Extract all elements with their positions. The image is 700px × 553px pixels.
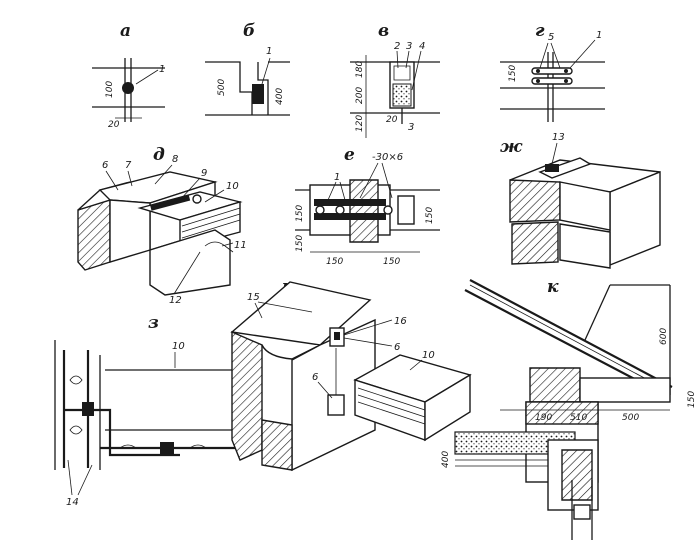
panel-g-label: г	[535, 21, 545, 41]
panel-k-dim-150: 150	[687, 391, 697, 408]
panel-a-label: а	[120, 21, 131, 41]
panel-z-callout-10: 10	[172, 341, 185, 352]
panel-e-dim-150-e: 150	[383, 257, 400, 267]
panel-a-callout-1: 1	[159, 64, 165, 75]
panel-e-dim-150-c: 150	[425, 207, 435, 224]
panel-v-dim-20: 20	[386, 115, 398, 125]
panel-k-dim-400: 400	[441, 451, 451, 468]
panel-g-dim-150: 150	[508, 65, 518, 82]
panel-zh: ж 13	[500, 132, 661, 269]
panel-a: а 1 100 20	[92, 21, 165, 130]
panel-e-dim-150-a: 150	[295, 205, 305, 222]
panel-g-callout-1: 1	[596, 30, 602, 41]
panel-b: б 1 500 400	[205, 21, 290, 116]
panel-z-label: з	[148, 313, 159, 333]
panel-d-label: д	[153, 145, 165, 165]
panel-e-label: е	[344, 145, 355, 165]
sealant-tube-icon	[122, 82, 134, 94]
panel-d: д 6 7 8 9 10 11 12	[77, 145, 247, 306]
panel-k-dim-510: 510	[570, 413, 587, 423]
panel-zh-callout-13: 13	[552, 132, 565, 143]
panel-i-callout-16: 16	[394, 316, 407, 327]
panel-v-callout-3b: 3	[408, 122, 414, 133]
panel-d-callout-8: 8	[172, 154, 178, 165]
panel-b-callout-1: 1	[266, 46, 272, 57]
panel-e-dim-150-b: 150	[295, 235, 305, 252]
panel-a-dim-100: 100	[105, 81, 115, 98]
sealant-gasket	[252, 84, 264, 104]
panel-v-callout-3: 3	[406, 41, 412, 52]
panel-v-callout-2: 2	[394, 41, 400, 52]
panel-i-callout-6a: 6	[394, 342, 400, 353]
panel-g-callout-5: 5	[548, 32, 554, 43]
panel-g: г 5 1 150	[500, 21, 605, 122]
panel-v-label: в	[378, 21, 389, 41]
panel-v-dim-200: 200	[355, 87, 365, 104]
panel-d-callout-11: 11	[234, 240, 247, 251]
panel-b-dim-400: 400	[275, 88, 285, 105]
panel-e-dim-150-d: 150	[326, 257, 343, 267]
panel-v-dim-180: 180	[355, 61, 365, 78]
panel-e-callout-plate: -30×6	[372, 152, 403, 163]
panel-k-dim-190: 190	[535, 413, 552, 423]
panel-d-callout-6: 6	[102, 160, 108, 171]
panel-d-callout-7: 7	[125, 160, 132, 171]
panel-i-callout-10: 10	[422, 350, 435, 361]
panel-d-callout-10: 10	[226, 181, 239, 192]
panel-k-label: к	[547, 277, 559, 297]
panel-v-callout-4: 4	[419, 41, 425, 52]
panel-b-dim-500: 500	[217, 79, 227, 96]
panel-z: з 10 14	[54, 313, 245, 508]
panel-e: е -30×6 1 150 150 150 150 150	[295, 145, 440, 267]
panel-i-callout-15: 15	[247, 292, 260, 303]
panel-i-callout-6b: 6	[312, 372, 318, 383]
panel-v: в 2 3 4 120 200 180 20 3	[350, 21, 440, 138]
panel-k-dim-500: 500	[622, 413, 639, 423]
panel-k: к 600 150 190 510 500 400	[441, 277, 697, 540]
panel-a-dim-20: 20	[108, 120, 120, 130]
panel-k-dim-600: 600	[659, 328, 669, 345]
panel-d-callout-12: 12	[169, 295, 182, 306]
panel-b-label: б	[243, 21, 255, 41]
panel-d-callout-9: 9	[201, 168, 207, 179]
panel-v-dim-120: 120	[355, 115, 365, 132]
panel-zh-label: ж	[500, 137, 523, 157]
panel-z-callout-14: 14	[66, 497, 79, 508]
panel-e-callout-1: 1	[334, 172, 340, 183]
panel-i: и 15 16 6 6 10	[230, 277, 472, 472]
